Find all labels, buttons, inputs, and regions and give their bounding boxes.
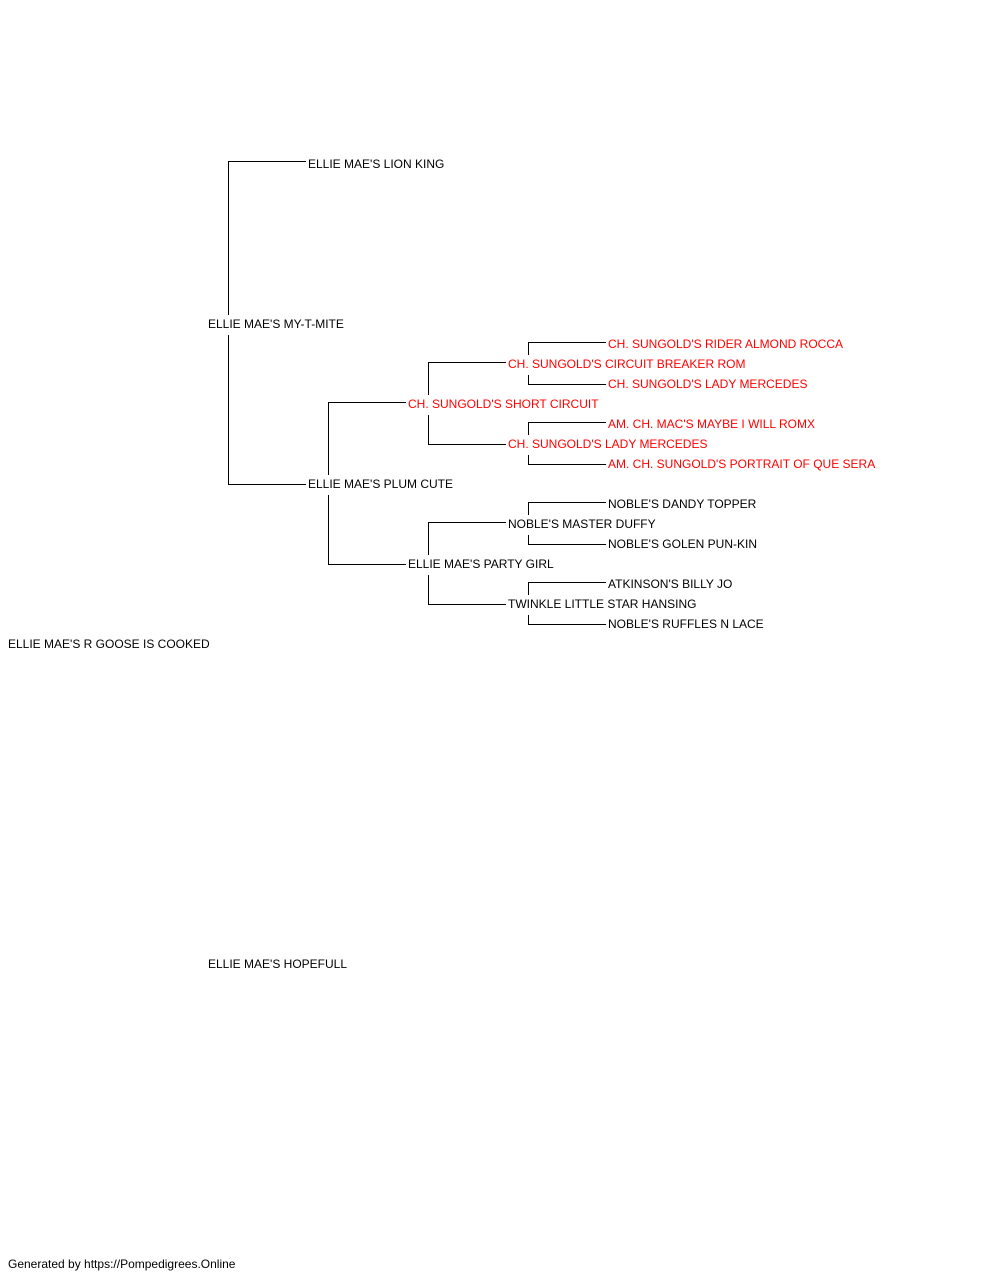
bracket-sds-dam-lower [528,455,606,465]
bracket-sire-lower [228,335,306,485]
subject-dog-name[interactable]: ELLIE MAE'S R GOOSE IS COOKED [8,637,210,651]
sddd-dam-name[interactable]: NOBLE'S RUFFLES N LACE [608,617,764,631]
sds-dam-name[interactable]: CH. SUNGOLD'S LADY MERCEDES [508,437,708,451]
sire-dam-name[interactable]: ELLIE MAE'S PLUM CUTE [308,477,453,491]
sire-sire-name[interactable]: ELLIE MAE'S LION KING [308,157,445,171]
sdd-sire-name[interactable]: NOBLE'S MASTER DUFFY [508,517,656,531]
sdds-sire-name[interactable]: NOBLE'S DANDY TOPPER [608,497,757,511]
sds-sire-name[interactable]: CH. SUNGOLD'S CIRCUIT BREAKER ROM [508,357,746,371]
bracket-sds-dam-upper [528,422,606,435]
bracket-sd-sire-upper [428,362,506,395]
bracket-sdd-dam-lower [528,615,606,625]
sdsd-dam-name[interactable]: AM. CH. SUNGOLD'S PORTRAIT OF QUE SERA [608,457,876,471]
bracket-sdd-dam-upper [528,582,606,595]
bracket-sire-dam-upper [328,402,406,475]
sdss-sire-name[interactable]: CH. SUNGOLD'S RIDER ALMOND ROCCA [608,337,843,351]
bracket-sdd-sire-upper [528,502,606,515]
generated-by-footer: Generated by https://Pompedigrees.Online [8,1257,236,1271]
bracket-sire-dam-lower [328,495,406,565]
sddd-sire-name[interactable]: ATKINSON'S BILLY JO [608,577,733,591]
sdds-dam-name[interactable]: NOBLE'S GOLEN PUN-KIN [608,537,757,551]
dam-name[interactable]: ELLIE MAE'S HOPEFULL [208,957,348,971]
sdd-dam-name[interactable]: TWINKLE LITTLE STAR HANSING [508,597,697,611]
bracket-sire-upper [228,161,306,315]
sire-name[interactable]: ELLIE MAE'S MY-T-MITE [208,317,344,331]
bracket-sds-sire-upper [528,342,606,355]
bracket-sd-dam-upper [428,522,506,555]
bracket-sd-sire-lower [428,415,506,445]
sdss-dam-name[interactable]: CH. SUNGOLD'S LADY MERCEDES [608,377,808,391]
sd-sire-name[interactable]: CH. SUNGOLD'S SHORT CIRCUIT [408,397,599,411]
sdsd-sire-name[interactable]: AM. CH. MAC'S MAYBE I WILL ROMX [608,417,815,431]
bracket-sdd-sire-lower [528,535,606,545]
sd-dam-name[interactable]: ELLIE MAE'S PARTY GIRL [408,557,554,571]
bracket-sd-dam-lower [428,575,506,605]
bracket-sds-sire-lower [528,375,606,385]
